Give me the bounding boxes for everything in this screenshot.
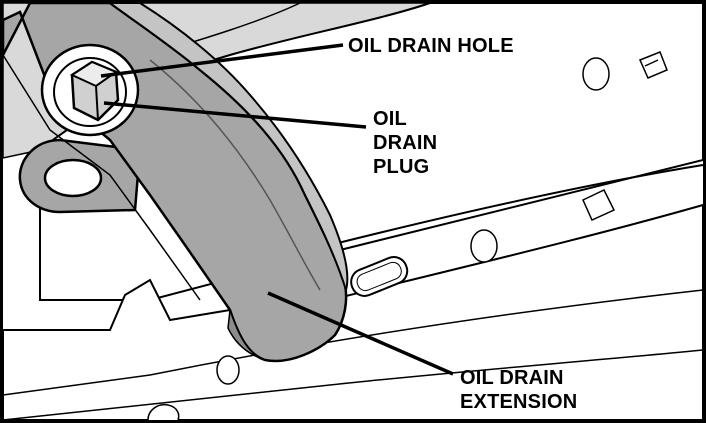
label-oil-drain-plug: OIL DRAIN PLUG — [373, 108, 443, 178]
deck-hole-2 — [470, 229, 498, 263]
deck-slot-inner — [356, 261, 402, 292]
bracket-top-flange — [106, 2, 349, 294]
deck-square-hole-1 — [638, 51, 668, 79]
leader-oil-drain-hole — [100, 43, 344, 78]
deck-edge-line — [329, 164, 704, 246]
deck-lower-fold — [2, 289, 704, 396]
label-oil-drain-extension: OIL DRAIN EXTENSION — [460, 367, 577, 413]
leader-oil-drain-extension — [267, 291, 454, 376]
label-oil-drain-hole: OIL DRAIN HOLE — [348, 35, 514, 57]
bracket-inner-curve — [149, 59, 321, 291]
oil-drain-plug-edge — [95, 85, 99, 121]
deck-bottom-fold — [2, 349, 704, 421]
deck-hole-3 — [216, 355, 240, 385]
deck-hole-1 — [582, 57, 610, 91]
bracket-left-edge — [2, 54, 201, 301]
oil-drain-plug-face — [69, 60, 119, 88]
leader-oil-drain-plug — [103, 101, 367, 129]
deck-slot — [350, 256, 409, 297]
bracket-lower-lip — [227, 309, 266, 361]
deck-square-hole-2 — [582, 189, 616, 221]
deck-hole-4 — [147, 403, 180, 421]
bracket-mounting-hole — [43, 158, 103, 198]
